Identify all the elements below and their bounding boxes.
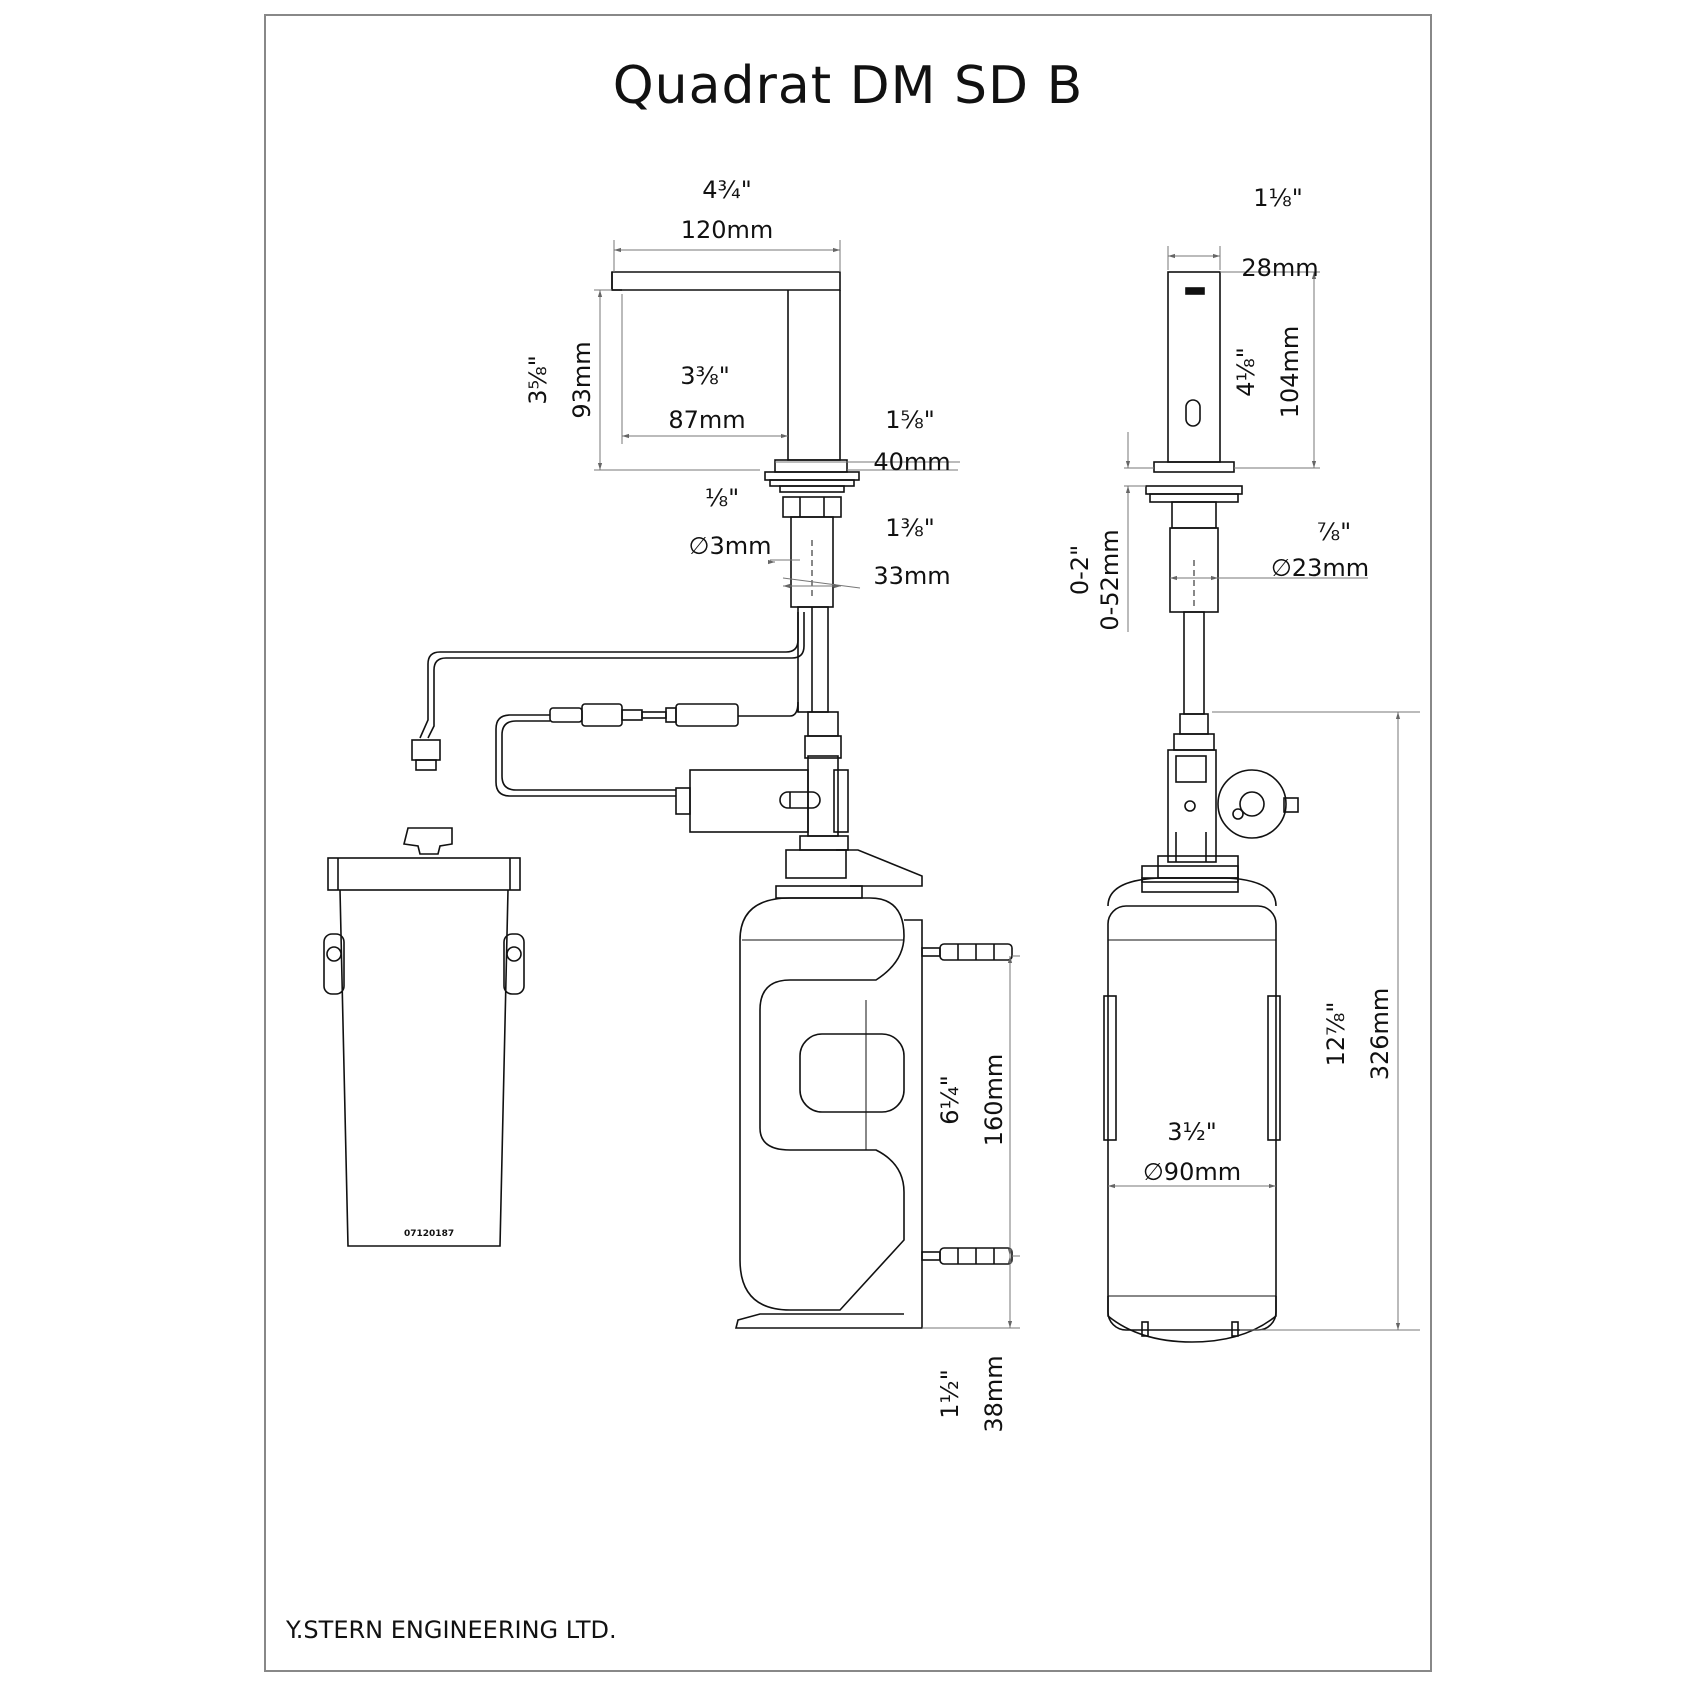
hole-inch: ⅞" (1317, 518, 1351, 546)
body-height-mm: 104mm (1276, 326, 1304, 419)
bracket-spacing-inch: 6¼" (936, 1075, 964, 1125)
dimension-lines (594, 240, 1420, 1331)
bottom-clearance-inch: 1½" (936, 1369, 964, 1419)
spout-reach-inch: 3⅜" (680, 362, 730, 390)
total-height-mm: 326mm (1366, 988, 1394, 1081)
hole-mm: ∅23mm (1271, 554, 1369, 582)
deck-mm: 0-52mm (1096, 529, 1124, 630)
body-width-mm: 28mm (1241, 254, 1318, 282)
drawing-sheet: Quadrat DM SD B Y.STERN ENGINEERING LTD. (264, 14, 1432, 1672)
spout-height-mm: 93mm (568, 341, 596, 418)
spout-height-inch: 3⅝" (524, 355, 552, 405)
deck-inch: 0-2" (1066, 545, 1094, 595)
dimension-labels: 4¾" 120mm 3⅝" 93mm 3⅜" 87mm 1⅝" 40mm ⅛" … (524, 176, 1394, 1433)
faucet-front-view (411, 271, 1013, 1329)
base-width-mm: 40mm (873, 448, 950, 476)
body-height-inch: 4⅛" (1232, 347, 1260, 397)
base-width-inch: 1⅝" (885, 406, 935, 434)
shank-inch: 1⅜" (885, 514, 935, 542)
bottom-clearance-mm: 38mm (980, 1355, 1008, 1432)
total-height-inch: 12⅞" (1322, 1002, 1350, 1067)
company-name: Y.STERN ENGINEERING LTD. (286, 1616, 617, 1644)
bottle-diameter-mm: ∅90mm (1143, 1158, 1241, 1186)
spout-width-inch: 4¾" (702, 176, 752, 204)
thread-inch: ⅛" (705, 484, 739, 512)
thread-mm: ∅3mm (689, 532, 772, 560)
spout-width-mm: 120mm (681, 216, 774, 244)
shank-mm: 33mm (873, 562, 950, 590)
bracket-spacing-mm: 160mm (980, 1054, 1008, 1147)
part-code: 07120187 (404, 1229, 454, 1239)
battery-box-view (323, 827, 525, 1247)
bottle-diameter-inch: 3½" (1167, 1118, 1217, 1146)
faucet-side-view (1103, 271, 1299, 1343)
drawing-title: Quadrat DM SD B (612, 56, 1084, 116)
body-width-inch: 1⅛" (1253, 184, 1303, 212)
spout-reach-mm: 87mm (668, 406, 745, 434)
